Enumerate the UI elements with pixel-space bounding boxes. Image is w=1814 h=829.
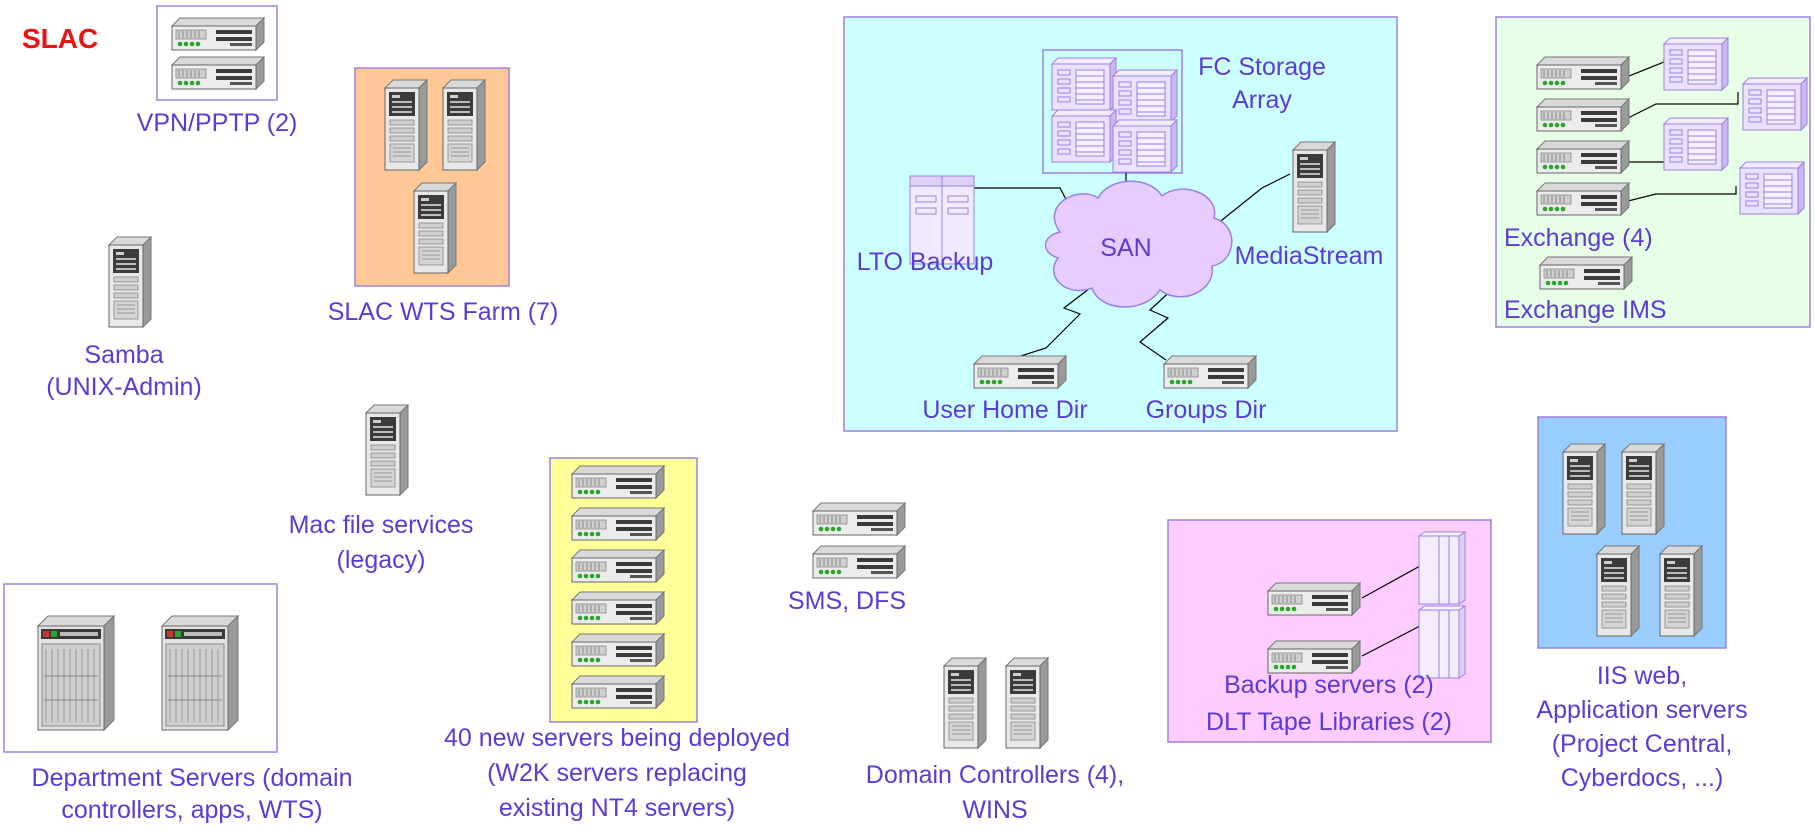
mac-label-sub: (legacy) <box>337 546 426 574</box>
dlt-tape-library-icon <box>1418 531 1466 605</box>
fc-shelf-icon <box>1051 57 1117 111</box>
lto-backup-label: LTO Backup <box>857 248 994 276</box>
samba-server-icon <box>108 236 152 328</box>
new-servers-label-2: (W2K servers replacing <box>487 759 747 787</box>
exchange-server-icon <box>1536 140 1630 174</box>
mac-label: Mac file services <box>289 511 474 539</box>
mediastream-label: MediaStream <box>1235 242 1384 270</box>
san-link <box>1211 173 1291 229</box>
new-server-icon <box>571 675 665 709</box>
san-cloud-label: SAN <box>1100 234 1151 262</box>
exchange-server-icon <box>1536 182 1630 216</box>
samba-group: Samba (UNIX-Admin) <box>46 236 202 401</box>
dc-server-icon <box>1005 657 1049 749</box>
vpn-group: VPN/PPTP (2) <box>137 5 298 137</box>
exchange-ims-label: Exchange IMS <box>1504 296 1667 324</box>
groups-dir-server-icon <box>1163 355 1257 389</box>
iis-label-3: (Project Central, <box>1552 730 1733 758</box>
exchange-storage-icon <box>1739 161 1805 215</box>
fc-storage-label-sub: Array <box>1232 86 1292 114</box>
exchange-label: Exchange (4) <box>1504 224 1653 252</box>
iis-server-icon <box>1659 545 1703 637</box>
dlt-label: DLT Tape Libraries (2) <box>1206 708 1452 736</box>
department-server-icon <box>161 615 239 731</box>
new-server-icon <box>571 507 665 541</box>
dc-label-sub: WINS <box>962 796 1027 824</box>
exchange-group: Exchange (4) Exchange IMS <box>1495 16 1811 328</box>
iis-label-4: Cyberdocs, ...) <box>1561 764 1724 792</box>
exchange-ims-server-icon <box>1539 256 1633 290</box>
fc-shelf-icon <box>1051 109 1117 163</box>
wts-farm-label: SLAC WTS Farm (7) <box>328 298 559 326</box>
exchange-link <box>1623 92 1739 121</box>
backup-server-icon <box>1267 582 1361 616</box>
exchange-storage-icon <box>1663 117 1729 171</box>
new-servers-group: 40 new servers being deployed (W2K serve… <box>444 457 790 822</box>
iis-server-icon <box>1562 443 1606 535</box>
mediastream-server-icon <box>1292 141 1336 233</box>
mac-group: Mac file services (legacy) <box>289 404 474 574</box>
new-server-icon <box>571 633 665 667</box>
fc-storage-frame <box>1042 49 1183 174</box>
new-servers-label: 40 new servers being deployed <box>444 724 790 752</box>
iis-server-icon <box>1621 443 1665 535</box>
sms-group: SMS, DFS <box>788 502 906 615</box>
iis-server-icon <box>1596 545 1640 637</box>
backup-link <box>1361 565 1421 599</box>
iis-label: IIS web, <box>1597 662 1687 690</box>
sms-server-icon <box>812 502 906 536</box>
new-server-icon <box>571 549 665 583</box>
vpn-server-icon <box>171 17 265 51</box>
dc-label: Domain Controllers (4), <box>866 761 1124 789</box>
samba-label: Samba <box>84 341 163 369</box>
sms-label: SMS, DFS <box>788 587 906 615</box>
new-server-icon <box>571 591 665 625</box>
slac-brand: SLAC <box>22 23 98 54</box>
san-link <box>1139 285 1177 361</box>
san-link <box>1007 281 1099 361</box>
samba-label-sub: (UNIX-Admin) <box>46 373 202 401</box>
wts-farm-group: SLAC WTS Farm (7) <box>328 67 559 326</box>
new-server-icon <box>571 465 665 499</box>
department-server-icon <box>37 615 115 731</box>
dlt-tape-library-icon <box>1418 605 1466 679</box>
domain-controllers-group: Domain Controllers (4), WINS <box>866 657 1124 824</box>
fc-storage-label: FC Storage <box>1198 53 1326 81</box>
san-group: FC Storage Array SAN LTO Backup MediaStr… <box>843 16 1398 432</box>
department-label: Department Servers (domain <box>32 764 353 792</box>
wts-server-icon <box>442 79 486 171</box>
sms-server-icon <box>812 545 906 579</box>
iis-group: IIS web, Application servers (Project Ce… <box>1536 416 1748 792</box>
exchange-server-icon <box>1536 56 1630 90</box>
department-label-sub: controllers, apps, WTS) <box>61 796 322 824</box>
exchange-storage-icon <box>1742 77 1808 131</box>
mac-server-icon <box>365 404 409 496</box>
vpn-label: VPN/PPTP (2) <box>137 109 298 137</box>
exchange-storage-icon <box>1663 37 1729 91</box>
backup-group: Backup servers (2) DLT Tape Libraries (2… <box>1167 519 1492 743</box>
new-servers-label-3: existing NT4 servers) <box>499 794 735 822</box>
dc-server-icon <box>943 657 987 749</box>
fc-shelf-icon <box>1112 69 1178 123</box>
wts-server-icon <box>413 182 457 274</box>
fc-shelf-icon <box>1112 119 1178 173</box>
backup-label: Backup servers (2) <box>1224 671 1434 699</box>
groups-dir-label: Groups Dir <box>1146 396 1267 424</box>
exchange-link <box>1623 186 1737 203</box>
wts-server-icon <box>384 79 428 171</box>
vpn-server-icon <box>171 56 265 90</box>
san-cloud <box>1044 180 1233 308</box>
backup-link <box>1361 625 1421 657</box>
department-group: Department Servers (domain controllers, … <box>3 583 353 824</box>
user-home-server-icon <box>973 355 1067 389</box>
backup-server-icon <box>1267 640 1361 674</box>
exchange-server-icon <box>1536 98 1630 132</box>
user-home-dir-label: User Home Dir <box>922 396 1087 424</box>
iis-label-2: Application servers <box>1536 696 1747 724</box>
